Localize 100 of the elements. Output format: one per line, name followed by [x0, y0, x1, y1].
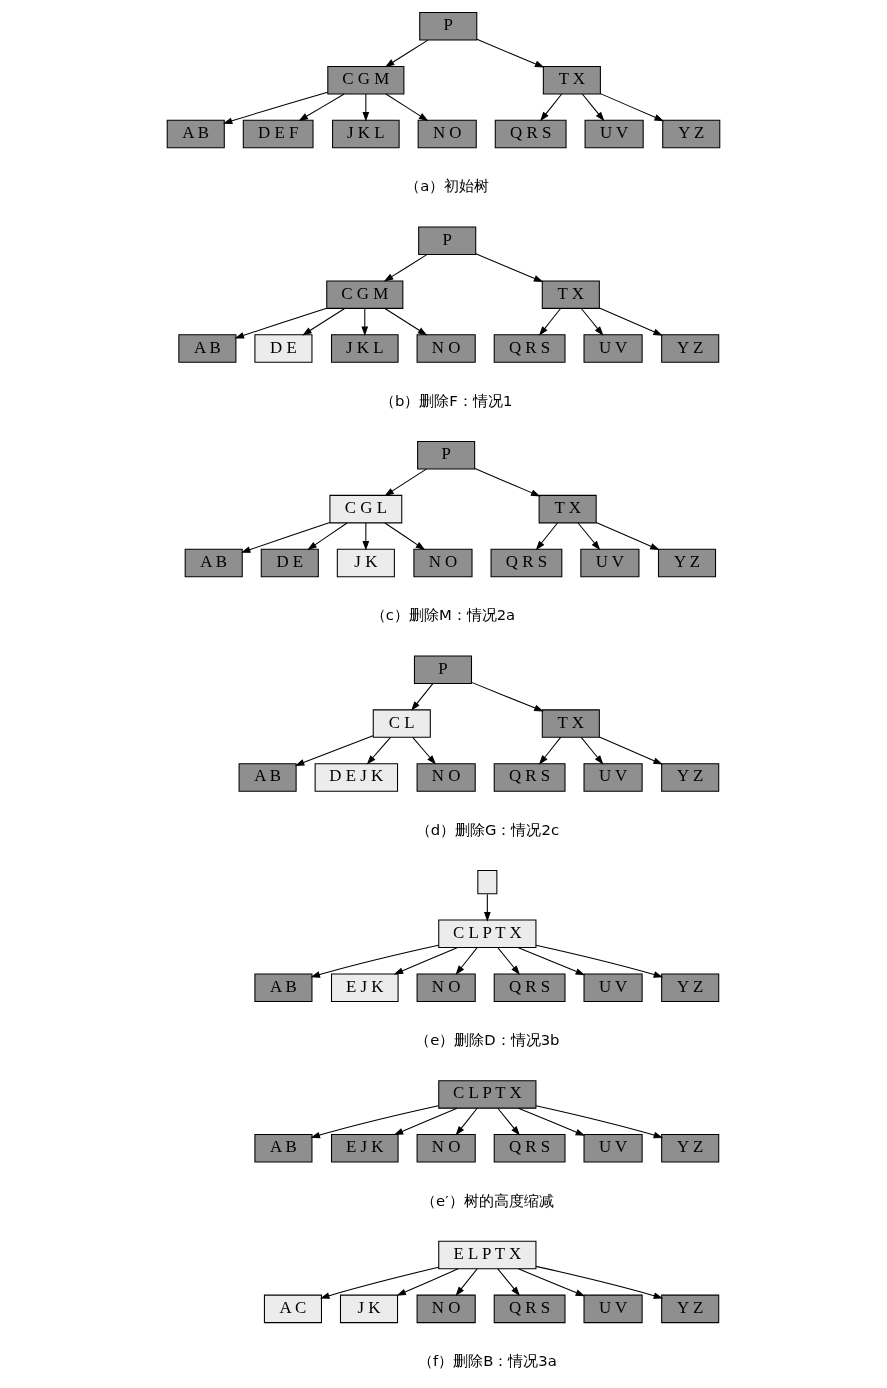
node-box: Q R S — [493, 973, 566, 1002]
label: （a）初始树 — [405, 177, 490, 195]
node-box: J K L — [331, 334, 399, 363]
arrow — [362, 522, 370, 551]
node-box: N O — [416, 973, 476, 1002]
arrow — [362, 93, 370, 122]
node-box: U V — [583, 973, 643, 1002]
arrow — [497, 1107, 520, 1136]
arrow — [497, 947, 520, 975]
node-box: Y Z — [661, 1294, 720, 1324]
arrow — [302, 307, 346, 336]
arrow — [396, 1268, 459, 1296]
label: （b）删除F：情况1 — [379, 391, 513, 409]
arrow — [240, 521, 331, 553]
label: （c）删除M：情况2a — [370, 606, 516, 624]
label: （e）删除D：情况3b — [415, 1030, 560, 1048]
arrow — [384, 522, 426, 550]
node-box: D E J K — [314, 763, 399, 792]
arrow — [580, 736, 604, 765]
arrow — [455, 1268, 478, 1297]
arrow — [517, 1268, 586, 1297]
arrow — [577, 522, 601, 551]
node-box: D E F — [242, 119, 314, 149]
arrow — [234, 307, 328, 339]
arrow — [455, 947, 478, 975]
arrow — [474, 468, 541, 497]
arrow — [599, 93, 664, 122]
node-box: N O — [416, 334, 476, 363]
node-box: J K — [336, 548, 395, 578]
arrow — [384, 39, 429, 68]
node-box: Y Z — [662, 119, 721, 149]
arrow — [471, 681, 544, 712]
node-box: T X — [538, 494, 597, 524]
arrow — [535, 1105, 664, 1139]
arrow — [535, 944, 664, 978]
node-box: C G M — [327, 65, 405, 95]
arrow — [411, 683, 434, 711]
node-box: A B — [166, 119, 225, 149]
node-box: N O — [416, 1134, 476, 1163]
node-box: C G L — [329, 494, 403, 524]
arrow — [455, 1107, 478, 1136]
node-box: N O — [417, 119, 477, 149]
arrow — [385, 93, 429, 122]
node-box: A B — [238, 763, 297, 792]
node-box: T X — [541, 280, 600, 309]
arrow — [320, 1266, 439, 1299]
arrow — [484, 893, 491, 922]
node-box: A C — [263, 1294, 322, 1324]
node-box: Y Z — [661, 334, 720, 363]
arrow — [595, 522, 660, 551]
arrow — [517, 947, 586, 976]
arrow — [222, 91, 329, 125]
node-box: U V — [583, 763, 643, 792]
arrow — [393, 1107, 458, 1136]
node-box: T X — [541, 709, 600, 738]
node-box: N O — [416, 763, 476, 792]
node-box: Y Z — [661, 973, 720, 1002]
node-box: N O — [413, 548, 473, 578]
node-box: A B — [254, 973, 313, 1002]
node-box: Q R S — [493, 1134, 566, 1163]
arrow — [412, 736, 437, 765]
node-box — [477, 869, 498, 895]
node-box: J K — [339, 1294, 399, 1324]
arrow — [366, 736, 392, 765]
node-box: T X — [542, 65, 601, 95]
node-box: Q R S — [493, 334, 566, 363]
node-box: P — [419, 12, 478, 41]
node-box: Q R S — [490, 548, 563, 578]
node-box: C L — [372, 709, 431, 738]
node-box: D E — [260, 548, 319, 578]
arrow — [475, 253, 544, 283]
arrow — [517, 1107, 586, 1136]
arrow — [535, 522, 558, 551]
node-box: A B — [184, 548, 243, 578]
node-box: E J K — [331, 973, 399, 1002]
arrow — [540, 93, 563, 122]
node-box: U V — [583, 334, 643, 363]
node-box: Q R S — [493, 1294, 566, 1324]
node-box: C L P T X — [438, 1080, 537, 1109]
node-box: E J K — [331, 1134, 399, 1163]
arrow — [298, 93, 345, 121]
arrow — [383, 254, 428, 282]
node-box: E L P T X — [438, 1240, 537, 1270]
label: （e′）树的高度缩减 — [421, 1191, 554, 1209]
node-box: P — [413, 655, 473, 684]
node-box: P — [418, 226, 477, 256]
node-box: U V — [583, 1134, 643, 1163]
node-box: A B — [178, 334, 237, 363]
arrow — [294, 735, 374, 766]
node-box: Y Z — [661, 1134, 720, 1163]
node-box: U V — [583, 1294, 643, 1324]
node-box: U V — [580, 548, 640, 578]
arrow — [384, 468, 427, 497]
arrow — [361, 307, 369, 337]
node-box: Y Z — [661, 763, 720, 792]
node-box: N O — [416, 1294, 476, 1324]
arrow — [598, 736, 663, 765]
node-box: C G M — [326, 280, 404, 309]
arrow — [497, 1268, 520, 1297]
arrow — [393, 947, 458, 975]
